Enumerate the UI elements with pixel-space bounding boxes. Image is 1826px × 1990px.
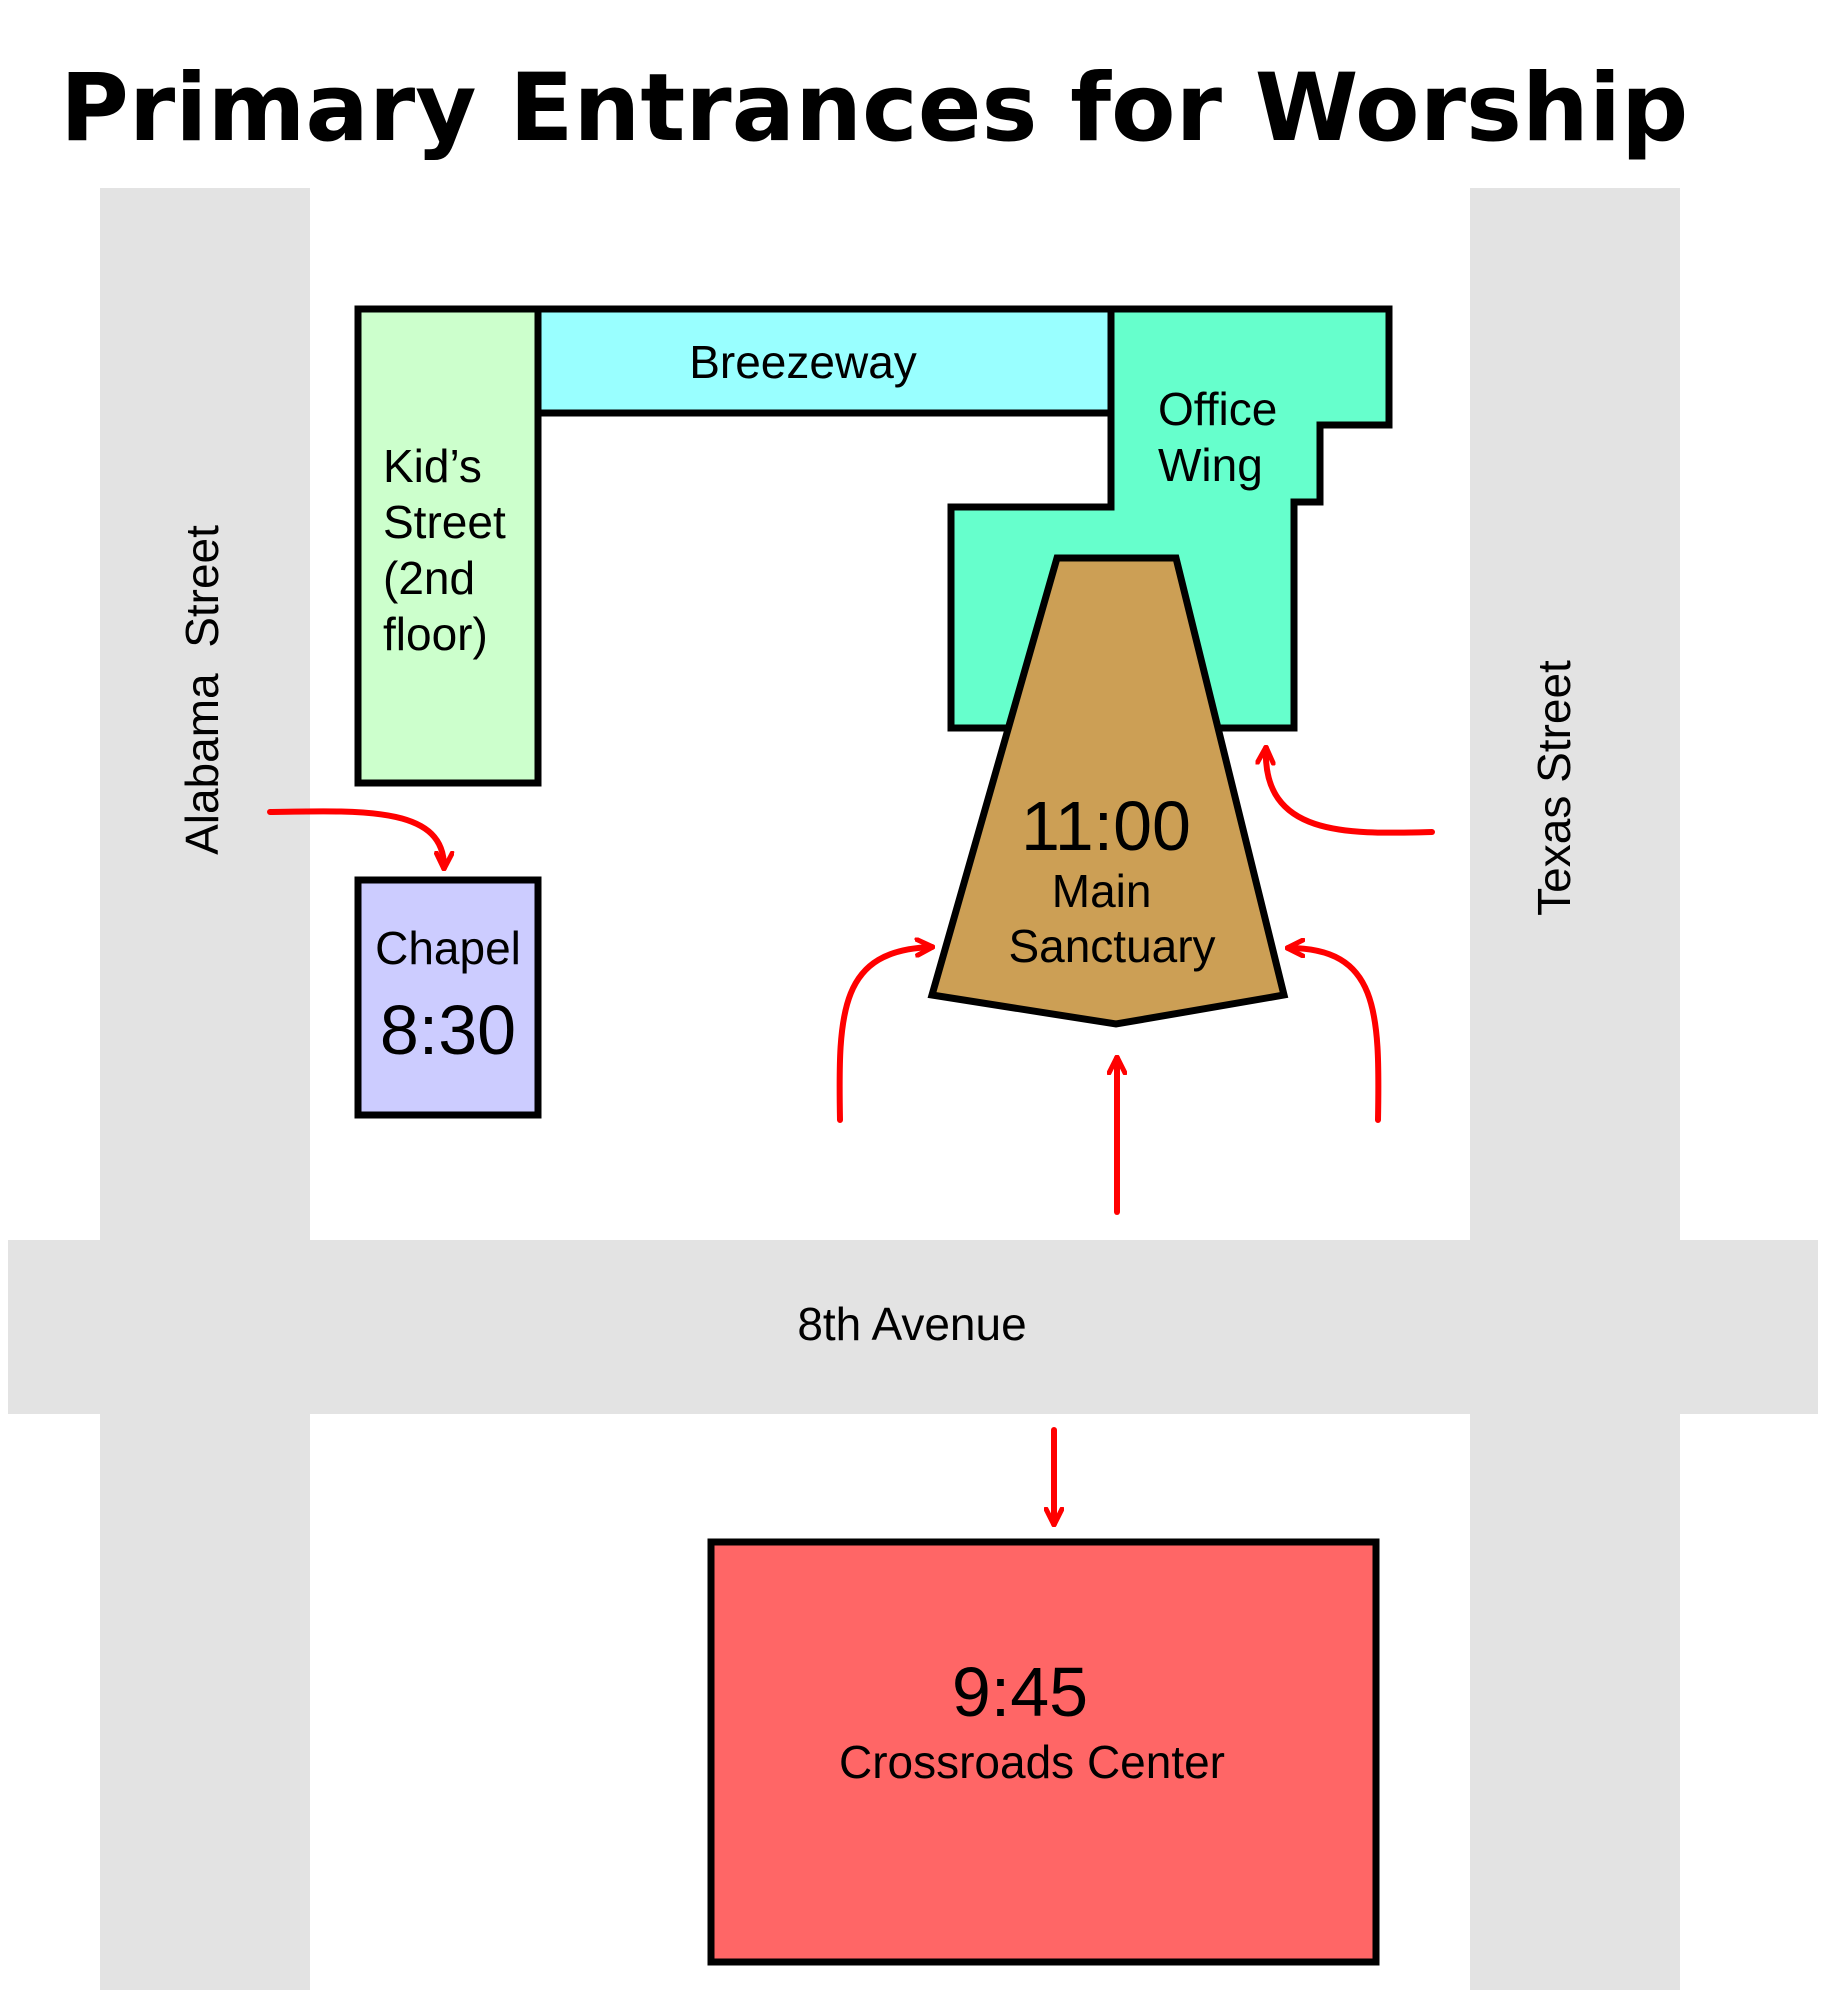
breezeway-label: Breezeway — [689, 336, 917, 388]
sanctuary-line-2: Sanctuary — [1008, 920, 1215, 972]
chapel-label: Chapel — [375, 922, 521, 974]
alabama-street-label: Alabama Street — [176, 525, 228, 855]
kids-street-line-3: (2nd — [383, 552, 475, 604]
office-wing-line-1: Office — [1158, 383, 1277, 435]
kids-street-line-1: Kid’s — [383, 440, 482, 492]
chapel-entrance-arrow — [267, 808, 444, 868]
breezeway-building — [534, 305, 1115, 417]
chapel-time: 8:30 — [380, 991, 516, 1069]
eighth-avenue-label: 8th Avenue — [797, 1298, 1026, 1350]
kids-street-line-2: Street — [383, 496, 506, 548]
entrance-arrows — [267, 748, 1435, 1527]
sanctuary-label: Main Sanctuary — [1008, 865, 1215, 972]
office-wing-line-2: Wing — [1158, 439, 1263, 491]
texas-street-road — [1470, 188, 1680, 1990]
sanctuary-time: 11:00 — [1021, 787, 1191, 865]
kids-street-line-4: floor) — [383, 608, 488, 660]
office-wing-entrance-arrow — [1266, 748, 1435, 836]
sanctuary-west-entrance-arrow — [836, 947, 932, 1123]
texas-street-label: Texas Street — [1528, 660, 1580, 916]
crossroads-center-building — [707, 1538, 1380, 1966]
sanctuary-east-entrance-arrow — [1288, 948, 1382, 1123]
crossroads-label: Crossroads Center — [839, 1736, 1225, 1788]
alabama-street-road — [100, 188, 310, 1990]
kids-street-label: Kid’s Street (2nd floor) — [383, 440, 519, 660]
main-sanctuary-building — [927, 554, 1289, 1028]
chapel-building — [354, 876, 542, 1119]
eighth-avenue-road — [8, 1240, 1818, 1414]
sanctuary-line-1: Main — [1052, 865, 1152, 917]
office-wing-label: Office Wing — [1158, 383, 1290, 491]
kids-street-building — [354, 305, 542, 787]
map-title: Primary Entrances for Worship — [60, 54, 1688, 163]
crossroads-time: 9:45 — [952, 1653, 1088, 1731]
